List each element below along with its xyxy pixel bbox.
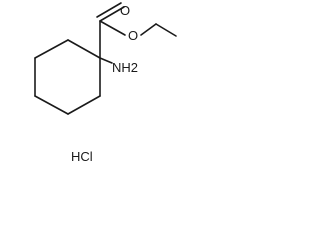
ring-bond	[34, 95, 69, 115]
ring-bond	[67, 39, 101, 59]
c-n-bond	[99, 57, 113, 64]
carbonyl-double-bond-inner	[96, 2, 122, 18]
molecule-drawing: O O NH2	[34, 2, 177, 115]
ethyl-o-c-bond	[140, 23, 157, 36]
salt-label: HCl	[71, 149, 93, 164]
structure-canvas: O O NH2 HCl	[0, 0, 181, 173]
carbonyl-oxygen-label: O	[120, 3, 130, 18]
ester-oxygen-label: O	[128, 28, 138, 43]
carbonyl-double-bond-outer	[99, 6, 125, 22]
amine-label: NH2	[112, 60, 138, 75]
ester-c-o-bond	[99, 20, 126, 36]
ring-bond	[67, 95, 101, 115]
ethyl-c-c-bond	[155, 23, 177, 37]
ring-bond	[34, 39, 69, 59]
